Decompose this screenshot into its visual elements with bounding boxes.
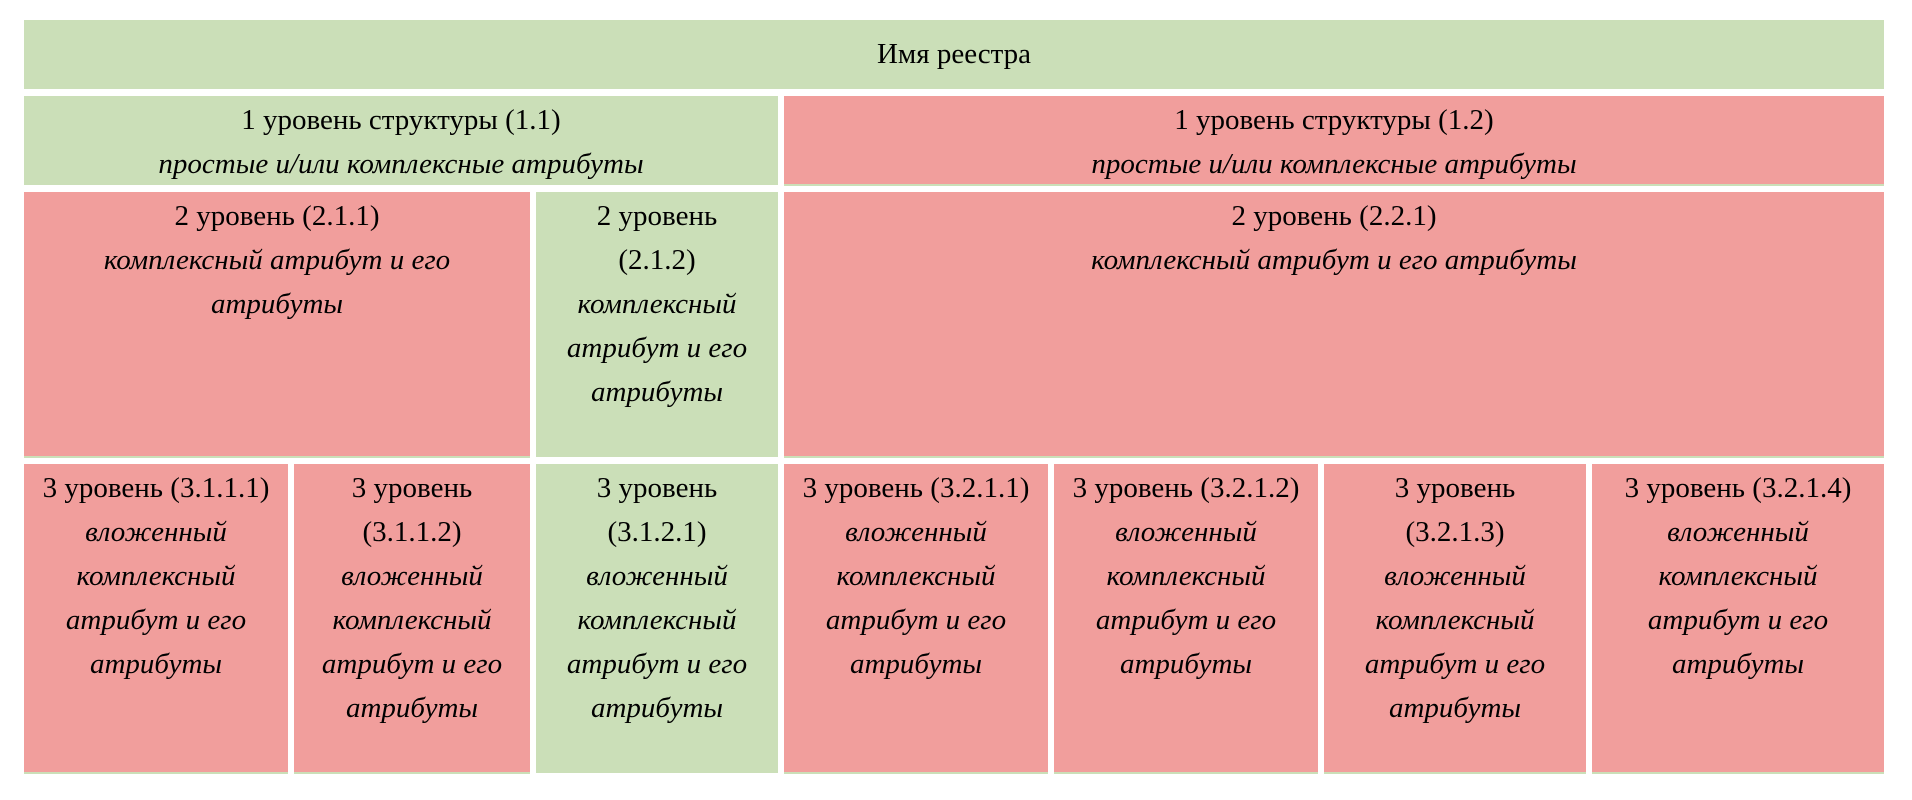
level3-desc: вложенный комплексный атрибут и его атри… xyxy=(566,560,748,724)
level3-title: 3 уровень (3.2.1.2) xyxy=(1072,472,1300,504)
level3-cell-3-1-1-1: 3 уровень (3.1.1.1) вложенный комплексны… xyxy=(24,464,288,774)
level1-desc: простые и/или комплексные атрибуты xyxy=(1091,148,1577,180)
level2-desc: комплексный атрибут и его атрибуты xyxy=(103,244,451,320)
level3-cell-3-1-1-2: 3 уровень (3.1.1.2) вложенный комплексны… xyxy=(294,464,530,774)
level3-cell-3-2-1-4: 3 уровень (3.2.1.4) вложенный комплексны… xyxy=(1592,464,1884,774)
level1-cell-1-1: 1 уровень структуры (1.1) простые и/или … xyxy=(24,96,778,185)
level3-cell-3-1-2-1: 3 уровень (3.1.2.1) вложенный комплексны… xyxy=(536,464,778,773)
level2-desc: комплексный атрибут и его атрибуты xyxy=(566,288,748,408)
level3-title: 3 уровень (3.1.1.1) xyxy=(42,472,270,504)
level2-title: 2 уровень (2.1.1) xyxy=(174,200,380,232)
level1-desc: простые и/или комплексные атрибуты xyxy=(158,148,644,180)
registry-name-cell: Имя реестра xyxy=(24,20,1884,89)
level2-cell-2-1-1: 2 уровень (2.1.1) комплексный атрибут и … xyxy=(24,192,530,458)
level2-cell-2-2-1: 2 уровень (2.2.1) комплексный атрибут и … xyxy=(784,192,1884,458)
level3-desc: вложенный комплексный атрибут и его атри… xyxy=(321,560,503,724)
registry-name: Имя реестра xyxy=(876,38,1032,70)
level1-title: 1 уровень структуры (1.1) xyxy=(241,104,561,136)
level3-cell-3-2-1-3: 3 уровень (3.2.1.3) вложенный комплексны… xyxy=(1324,464,1586,774)
level3-title: 3 уровень (3.1.1.2) xyxy=(351,472,473,548)
level3-desc: вложенный комплексный атрибут и его атри… xyxy=(65,516,247,680)
level1-title: 1 уровень структуры (1.2) xyxy=(1174,104,1494,136)
level3-title: 3 уровень (3.2.1.1) xyxy=(802,472,1030,504)
level3-desc: вложенный комплексный атрибут и его атри… xyxy=(1647,516,1829,680)
level2-cell-2-1-2: 2 уровень (2.1.2) комплексный атрибут и … xyxy=(536,192,778,457)
level3-title: 3 уровень (3.2.1.3) xyxy=(1394,472,1516,548)
level3-cell-3-2-1-1: 3 уровень (3.2.1.1) вложенный комплексны… xyxy=(784,464,1048,774)
level2-title: 2 уровень (2.1.2) xyxy=(596,200,718,276)
level3-desc: вложенный комплексный атрибут и его атри… xyxy=(1364,560,1546,724)
level2-desc: комплексный атрибут и его атрибуты xyxy=(1091,244,1577,276)
level2-title: 2 уровень (2.2.1) xyxy=(1231,200,1437,232)
level3-title: 3 уровень (3.2.1.4) xyxy=(1624,472,1852,504)
level3-cell-3-2-1-2: 3 уровень (3.2.1.2) вложенный комплексны… xyxy=(1054,464,1318,774)
level3-desc: вложенный комплексный атрибут и его атри… xyxy=(1095,516,1277,680)
level3-title: 3 уровень (3.1.2.1) xyxy=(596,472,718,548)
level3-desc: вложенный комплексный атрибут и его атри… xyxy=(825,516,1007,680)
level1-cell-1-2: 1 уровень структуры (1.2) простые и/или … xyxy=(784,96,1884,186)
